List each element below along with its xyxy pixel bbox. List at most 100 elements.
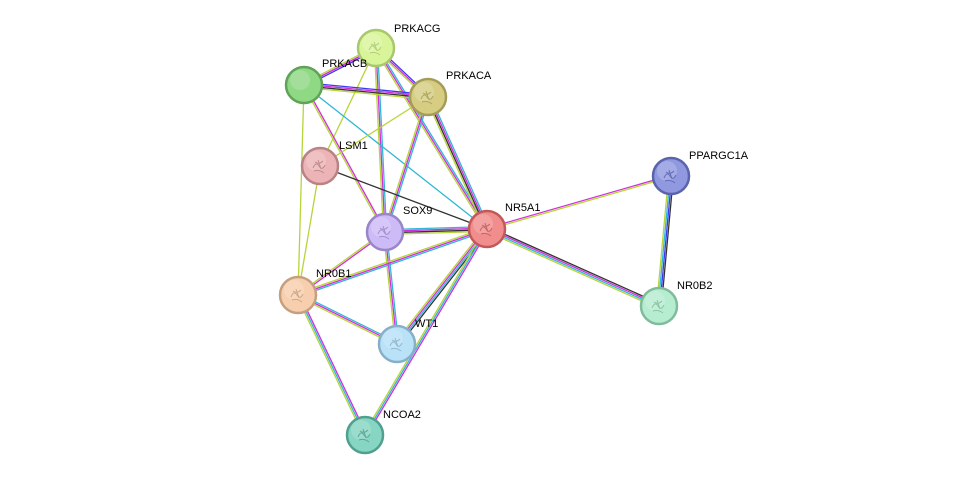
edge-line-yellow — [655, 175, 670, 306]
edge-line-magenta — [375, 47, 488, 230]
edge-PRKACA-NR5A1[interactable] — [425, 95, 490, 231]
node-label-ncoa2: NCOA2 — [383, 409, 421, 421]
node-highlight — [414, 82, 434, 102]
edge-PPARGC1A-NR0B2[interactable] — [655, 175, 675, 307]
edge-line-black — [303, 85, 428, 99]
node-prkaca[interactable]: PRKACA — [408, 70, 492, 117]
protein-structure-icon — [290, 288, 304, 303]
node-sox9[interactable]: SOX9 — [365, 205, 432, 252]
edge-line-black — [319, 165, 488, 230]
edge-line-magenta — [395, 228, 487, 344]
edge-line-cyan — [397, 229, 489, 345]
edge-line-yellow — [297, 84, 305, 296]
edge-line-yellow — [297, 226, 487, 295]
node-highlight — [362, 33, 382, 53]
node-ncoa2[interactable]: NCOA2 — [345, 409, 421, 455]
protein-structure-icon — [312, 159, 326, 174]
node-label-nr0b1: NR0B1 — [316, 268, 351, 280]
edge-line-blue — [304, 81, 429, 96]
edge-PRKACB-NR0B1[interactable] — [297, 84, 305, 296]
edge-NR5A1-NR0B2[interactable] — [485, 226, 661, 309]
edge-PRKACB-NR5A1[interactable] — [303, 84, 488, 230]
edge-line-yellow — [302, 85, 385, 233]
node-label-nr5a1: NR5A1 — [505, 202, 540, 214]
edge-PRKACG-SOX9[interactable] — [373, 47, 388, 233]
edge-LSM1-NR0B1[interactable] — [297, 165, 321, 296]
edge-NR0B1-NCOA2[interactable] — [295, 294, 368, 436]
edge-PRKACG-LSM1[interactable] — [319, 47, 377, 167]
edge-line-cyan — [657, 175, 671, 306]
node-highlight — [657, 161, 677, 181]
edge-line-yellow — [319, 96, 429, 167]
edge-line-yellow — [373, 48, 385, 233]
node-highlight — [645, 291, 665, 311]
node-label-prkacg: PRKACG — [394, 23, 440, 35]
node-highlight — [371, 217, 391, 237]
edge-line-cyan — [376, 47, 388, 232]
protein-structure-icon — [389, 337, 403, 352]
node-label-sox9: SOX9 — [403, 205, 432, 217]
edge-NR5A1-NR0B1[interactable] — [297, 226, 488, 298]
edge-line-magenta — [375, 47, 386, 233]
node-highlight — [383, 329, 403, 349]
node-ppargc1a[interactable]: PPARGC1A — [651, 150, 749, 196]
edge-LSM1-NR5A1[interactable] — [319, 165, 488, 230]
edge-line-cyan — [297, 294, 366, 436]
protein-structure-icon — [368, 41, 382, 56]
edge-line-yellow — [425, 97, 486, 231]
node-highlight — [351, 420, 371, 440]
edge-line-black — [487, 226, 661, 305]
edge-line-magenta — [304, 84, 387, 232]
edge-line-yellow — [295, 295, 365, 436]
node-nr0b2[interactable]: NR0B2 — [639, 280, 712, 326]
node-nr0b1[interactable]: NR0B1 — [278, 268, 351, 315]
edge-PRKACA-SOX9[interactable] — [382, 96, 431, 233]
edge-NR5A1-WT1[interactable] — [394, 227, 490, 346]
edge-line-magenta — [384, 96, 429, 233]
node-wt1[interactable]: WT1 — [377, 318, 438, 364]
edge-line-black — [426, 97, 487, 230]
node-nr5a1[interactable]: NR5A1 — [467, 202, 540, 249]
edge-line-magenta — [304, 83, 429, 97]
edge-PRKACB-PRKACA[interactable] — [303, 81, 429, 101]
edge-line-magenta — [297, 228, 488, 296]
edge-line-magenta — [365, 229, 489, 437]
edge-PRKACA-LSM1[interactable] — [319, 96, 429, 167]
edge-line-yellow — [374, 48, 487, 231]
edge-line-magenta — [486, 174, 671, 229]
edge-line-magenta — [428, 96, 489, 229]
edge-line-yellow — [487, 176, 672, 231]
edge-line-black — [660, 176, 675, 307]
node-highlight — [284, 280, 304, 300]
node-lsm1[interactable]: LSM1 — [300, 140, 368, 186]
edge-line-yellow — [319, 47, 377, 167]
edge-line-cyan — [385, 97, 431, 233]
protein-structure-icon — [357, 428, 371, 443]
node-label-wt1: WT1 — [415, 318, 438, 330]
node-prkacb[interactable]: PRKACB — [284, 58, 367, 105]
node-label-prkaca: PRKACA — [446, 70, 492, 82]
edge-line-yellow — [382, 96, 428, 232]
node-label-nr0b2: NR0B2 — [677, 280, 712, 292]
protein-structure-icon — [420, 90, 434, 105]
edge-PRKACB-SOX9[interactable] — [302, 84, 387, 233]
edge-line-magenta — [487, 227, 660, 306]
edge-line-yellow — [303, 86, 428, 101]
edge-NR5A1-PPARGC1A[interactable] — [486, 174, 672, 231]
edge-line-cyan — [303, 84, 488, 230]
edge-line-black — [398, 230, 490, 346]
node-prkacg[interactable]: PRKACG — [356, 23, 440, 68]
edge-NR5A1-NCOA2[interactable] — [363, 227, 489, 437]
protein-structure-icon — [479, 222, 493, 237]
edge-line-cyan — [364, 228, 488, 436]
node-highlight — [306, 151, 326, 171]
node-label-lsm1: LSM1 — [339, 140, 368, 152]
protein-structure-icon — [663, 169, 677, 184]
node-highlight — [290, 70, 310, 90]
edge-line-yellow — [363, 227, 487, 435]
protein-structure-icon — [377, 225, 391, 240]
node-circle — [284, 65, 324, 105]
edge-line-yellow — [485, 230, 659, 309]
protein-structure-icon — [651, 299, 665, 314]
